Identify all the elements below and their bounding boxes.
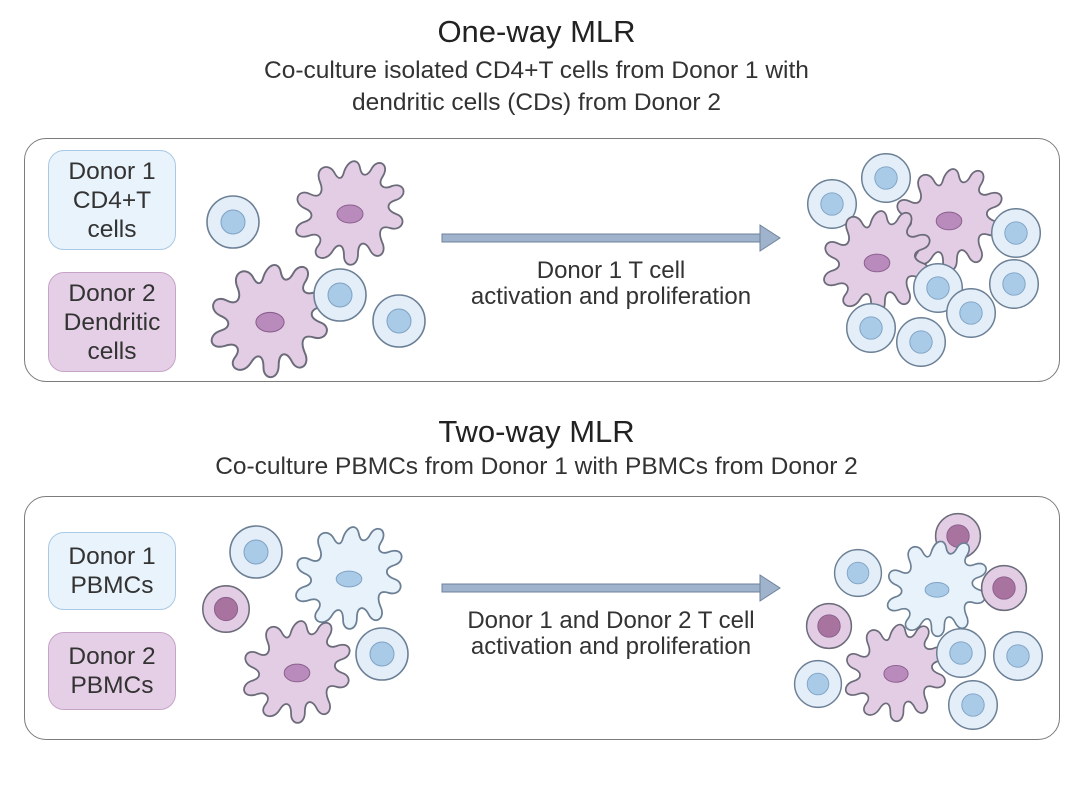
pbmc-donor2 [805, 602, 853, 650]
donor2-pbmc-tag-line-1: Donor 2 [68, 643, 156, 670]
donor1-pbmc-tag-line-1: Donor 1 [68, 543, 156, 570]
donor1-tag-line-3: cells [87, 215, 137, 243]
dendritic-cell [243, 620, 351, 724]
t-cell [895, 316, 947, 368]
t-cell [372, 294, 426, 348]
donor2-dendritic-tag: Donor 2 Dendritic cells [48, 272, 176, 372]
t-cell [860, 152, 912, 204]
t-cell [988, 258, 1040, 310]
donor1-pbmc-tag: Donor 1 PBMCs [48, 532, 176, 610]
two-way-arrow [441, 574, 781, 602]
one-way-arrow-label-line-1: Donor 1 T cell [536, 257, 686, 284]
donor1-pbmc-tag-line-2: PBMCs [70, 572, 154, 599]
donor1-cd4-tag: Donor 1 CD4+T cells [48, 150, 176, 250]
t-cell [313, 268, 367, 322]
donor1-tag-line-2: CD4+T [72, 186, 152, 214]
one-way-subtitle-line-1: Co-culture isolated CD4+T cells from Don… [264, 57, 809, 84]
t-cell [992, 630, 1044, 682]
t-cell [206, 195, 260, 249]
t-cell [355, 627, 409, 681]
two-way-arrow-label-line-2: activation and proliferation [470, 633, 752, 660]
two-way-arrow-label: Donor 1 and Donor 2 T cell activation an… [431, 608, 791, 660]
t-cell [990, 207, 1042, 259]
t-cell [935, 627, 987, 679]
donor1-tag-line-1: Donor 1 [68, 157, 156, 185]
one-way-arrow-label-line-2: activation and proliferation [470, 283, 752, 310]
t-cell [945, 287, 997, 339]
donor2-tag-line-1: Donor 2 [68, 279, 156, 307]
t-cell [947, 679, 999, 731]
one-way-arrow-label: Donor 1 T cell activation and proliferat… [431, 258, 791, 310]
donor2-pbmc-tag: Donor 2 PBMCs [48, 632, 176, 710]
donor2-tag-line-3: cells [87, 337, 137, 365]
one-way-title: One-way MLR [437, 14, 636, 49]
donor2-tag-line-2: Dendritic [63, 308, 161, 336]
t-cell [229, 525, 283, 579]
t-cell [845, 302, 897, 354]
pbmc-donor2 [980, 564, 1028, 612]
dendritic-cell-donor1 [886, 540, 987, 638]
two-way-title: Two-way MLR [438, 414, 635, 449]
two-way-arrow-label-line-1: Donor 1 and Donor 2 T cell [467, 607, 755, 634]
two-way-subtitle: Co-culture PBMCs from Donor 1 with PBMCs… [215, 453, 858, 480]
t-cell [833, 548, 883, 598]
pbmc-donor2 [202, 585, 250, 633]
one-way-subtitle-line-2: dendritic cells (CDs) from Donor 2 [352, 89, 721, 116]
one-way-arrow [441, 224, 781, 252]
dendritic-cell [210, 263, 329, 379]
dendritic-cell [844, 623, 947, 723]
donor2-pbmc-tag-line-2: PBMCs [70, 672, 154, 699]
dendritic-cell [295, 160, 405, 266]
dendritic-cell-donor1 [295, 526, 403, 630]
t-cell [793, 659, 843, 709]
